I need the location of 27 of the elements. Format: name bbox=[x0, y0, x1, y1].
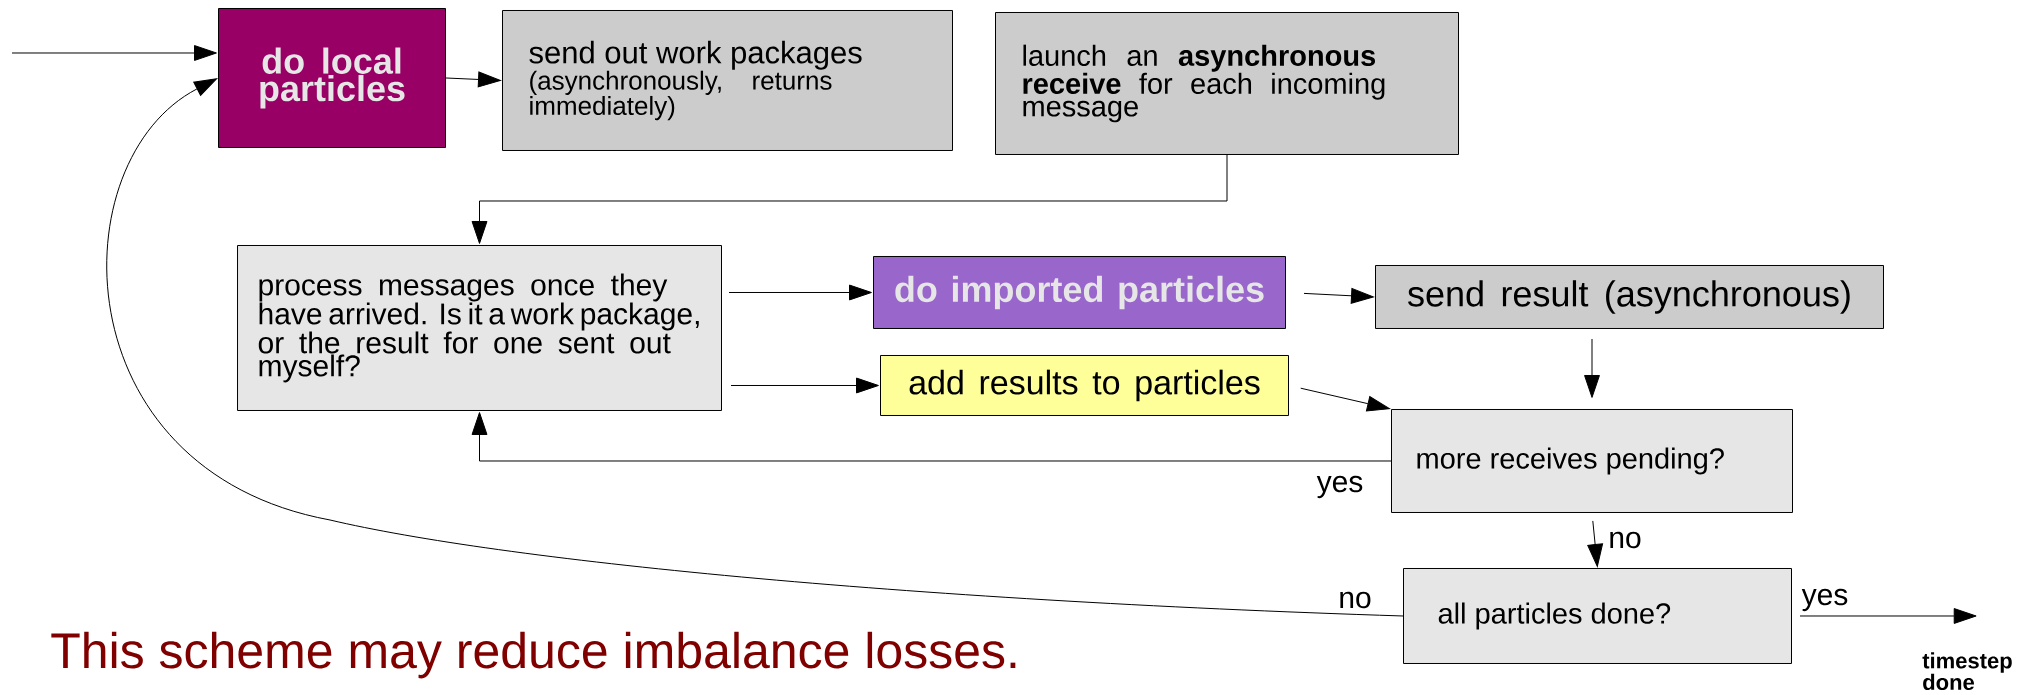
decision-box: all particles done? bbox=[1403, 568, 1792, 664]
arrow bbox=[1303, 287, 1374, 304]
edge-label: no bbox=[1606, 529, 1644, 551]
process-box: do local particles bbox=[218, 8, 446, 148]
arrow bbox=[730, 377, 879, 394]
process-box: do imported particles bbox=[873, 256, 1286, 329]
arrow bbox=[445, 71, 501, 88]
process-box: process messages once they have arrived. Is it a work package, or the result for one sent out myself? bbox=[237, 245, 722, 411]
process-box: send result (asynchronous) bbox=[1375, 265, 1884, 329]
arrow bbox=[471, 412, 1392, 462]
edge-label: yes bbox=[1314, 473, 1366, 501]
decision-box: more receives pending? bbox=[1391, 409, 1793, 513]
arrow bbox=[1584, 338, 1600, 398]
note-text: This scheme may reduce imbalance losses. bbox=[51, 631, 1016, 679]
edge-label: yes bbox=[1799, 586, 1851, 614]
arrow bbox=[1799, 608, 1977, 624]
process-box: launch an asynchronous receive for each incoming message bbox=[995, 12, 1459, 155]
edge-label: no bbox=[1336, 589, 1374, 611]
process-box: add results to particles bbox=[880, 355, 1289, 416]
arrow bbox=[106, 78, 1404, 617]
arrow bbox=[1587, 520, 1604, 567]
arrow bbox=[471, 154, 1228, 244]
arrow bbox=[728, 284, 872, 301]
process-box: send out work packages (asynchronously, returns immediately) bbox=[502, 10, 953, 151]
arrow bbox=[1300, 387, 1390, 412]
arrow bbox=[11, 45, 217, 61]
end-label: timestep done bbox=[1922, 652, 2012, 691]
